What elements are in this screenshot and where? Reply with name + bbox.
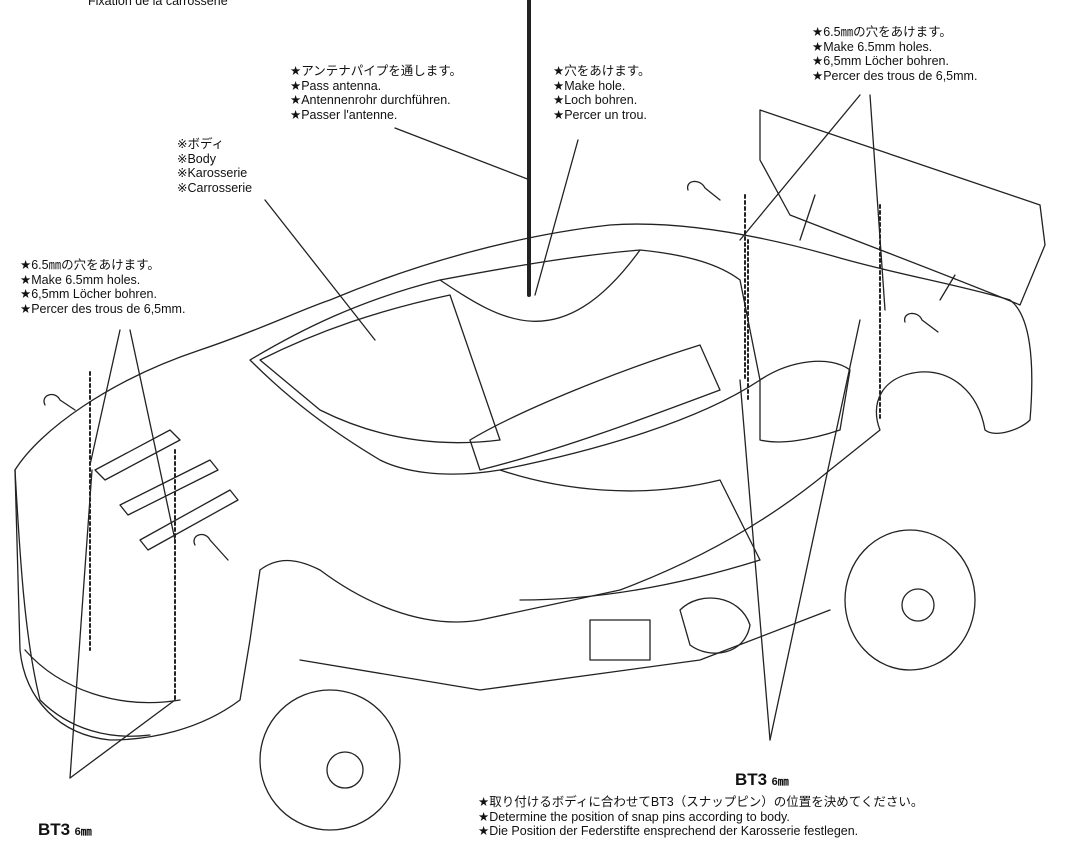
motor [679, 597, 751, 654]
leader-body [264, 199, 376, 341]
note-body: ※ボディ ※Body ※Karosserie ※Carrosserie [177, 137, 253, 195]
note-snap-pin-position: ★取り付けるボディに合わせてBT3（スナップピン）の位置を決めてください。 ★D… [478, 795, 924, 838]
front-left-wheel [259, 689, 401, 831]
car-body-outline [14, 223, 1033, 741]
car-cabin [249, 249, 761, 475]
leader-bt3-left [69, 469, 93, 779]
leader-hole [534, 139, 579, 296]
snap-pin-4 [904, 312, 939, 333]
leader-rear-1 [739, 94, 861, 241]
note-pass-antenna: ★アンテナパイプを通します。 ★Pass antenna. ★Antennenr… [290, 64, 462, 122]
snap-pin-1 [43, 393, 76, 411]
chassis-rail [299, 609, 831, 691]
hood-vent-3 [139, 489, 239, 551]
side-window [469, 344, 721, 471]
leader-antenna [394, 127, 531, 181]
part-label-bt3-left: BT3 6㎜ [38, 820, 92, 839]
hood-vent-1 [94, 429, 181, 481]
door-line [499, 469, 761, 601]
leader-rear-2 [869, 94, 886, 311]
snap-pin-2 [193, 533, 229, 561]
windshield [259, 294, 501, 444]
leader-front-1 [89, 329, 121, 466]
leader-bt3-right-b [769, 319, 861, 741]
front-splitter [24, 649, 181, 704]
snap-pin-3 [687, 180, 721, 201]
front-bumper [14, 469, 151, 737]
leader-bt3-left-b [69, 699, 176, 779]
roof-line [439, 249, 641, 322]
leader-bt3-right [739, 379, 771, 741]
battery-box [589, 619, 651, 661]
rear-right-wheel [844, 529, 976, 671]
part-label-bt3-right: BT3 6㎜ [735, 770, 789, 789]
top-caption: Fixation de la carrosserie [88, 0, 228, 8]
note-rear-holes: ★6.5㎜の穴をあけます。 ★Make 6.5mm holes. ★6,5mm … [812, 25, 978, 83]
body-posts [89, 194, 881, 701]
hood-vent-2 [119, 459, 219, 516]
note-make-hole: ★穴をあけます。 ★Make hole. ★Loch bohren. ★Perc… [553, 64, 651, 122]
note-front-holes: ★6.5㎜の穴をあけます。 ★Make 6.5mm holes. ★6,5mm … [20, 258, 186, 316]
wing-support-left [799, 194, 816, 241]
side-intake [759, 360, 851, 443]
wing-support-right [939, 274, 956, 301]
rear-wing [759, 109, 1046, 306]
leader-front-2 [129, 329, 176, 541]
